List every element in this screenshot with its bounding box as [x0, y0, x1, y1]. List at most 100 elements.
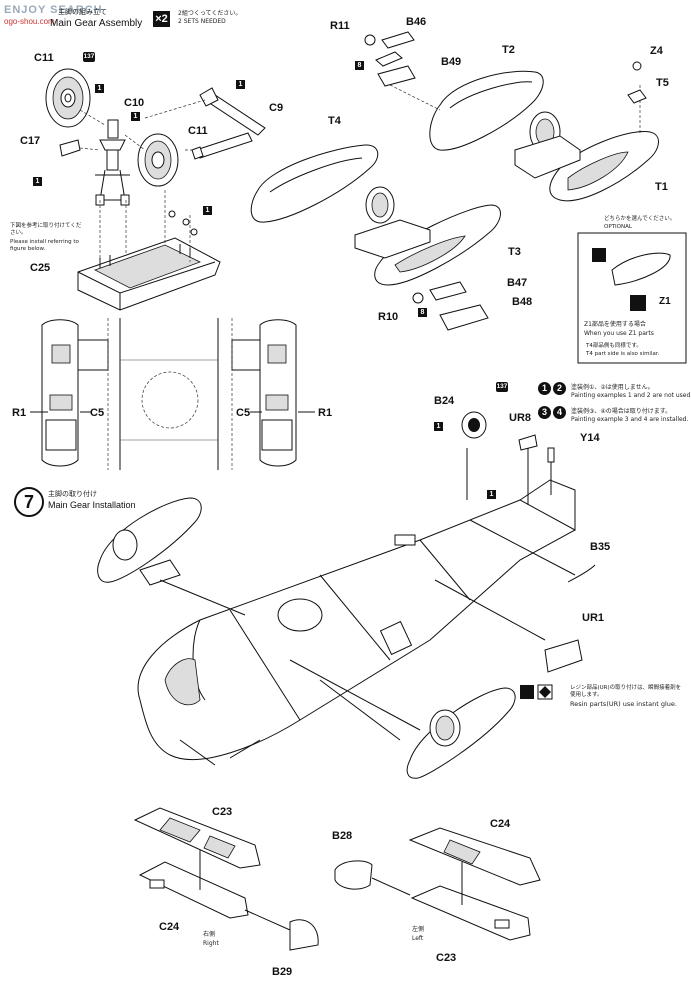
resin-note-jp: レジン部品(UR)の取り付けは、瞬間接着剤を使用します。: [570, 685, 682, 698]
label-c10: C10: [124, 97, 145, 109]
step6-title-jp: 主脚の組み立て: [58, 8, 107, 16]
label-b47: B47: [507, 277, 528, 289]
badge-1: 1: [487, 490, 496, 499]
label-c23-left: C23: [436, 952, 457, 964]
paint-example-3: 3: [538, 406, 551, 419]
z1-note-en: When you use Z1 parts: [584, 330, 654, 337]
half-c23-left: [410, 885, 531, 941]
label-ur1: UR1: [582, 612, 605, 624]
step7-title-en: Main Gear Installation: [48, 500, 136, 510]
paint-example-1: 1: [538, 382, 551, 395]
z1-note-jp: Z1部品を使用する場合: [584, 321, 646, 328]
t4-note-jp: T4部品側も同様です。: [586, 343, 642, 349]
optional-en: OPTIONAL: [604, 224, 632, 230]
paint34-en: Painting example 3 and 4 are installed.: [571, 416, 689, 423]
box-c25: [77, 237, 221, 311]
t4-note-en: T4 part side is also similar.: [586, 351, 660, 357]
sponson-t1: [549, 131, 659, 202]
step7-title-jp: 主脚の取り付け: [48, 490, 97, 498]
half-c24-left: [408, 827, 541, 886]
sets-note-en: 2 SETS NEEDED: [178, 18, 226, 25]
sets-note-jp: 2組つくってください。: [178, 10, 242, 17]
label-c5-right: C5: [236, 407, 251, 419]
color-badge-137: 137: [496, 382, 508, 392]
label-z1: Z1: [659, 296, 671, 307]
badge-8: 8: [418, 308, 427, 317]
part-b47: [412, 281, 489, 331]
label-r1-left: R1: [12, 407, 27, 419]
install-note-jp: 下図を参考に取り付けてください。: [10, 223, 82, 236]
label-z4: Z4: [650, 45, 663, 57]
fuselage: [137, 479, 576, 766]
label-c25: C25: [30, 262, 51, 274]
sponson-t3: [374, 204, 501, 286]
label-t3: T3: [508, 246, 521, 258]
paint-example-2: 2: [553, 382, 566, 395]
top-view-left: [41, 318, 109, 470]
step6-title-en: Main Gear Assembly: [50, 18, 143, 29]
badge-1: 1: [236, 80, 245, 89]
top-view-center: [119, 318, 219, 470]
multiplier-badge: ×2: [153, 11, 170, 27]
label-b35: B35: [590, 541, 611, 553]
paint12-jp: 塗装例①、②は使用しません。: [571, 384, 654, 391]
paint34-jp: 塗装例③、④の場合は取り付けます。: [571, 408, 672, 415]
label-r1-right: R1: [318, 407, 333, 419]
wheel-in-t2: [514, 111, 581, 179]
wheel-c11-right: [137, 133, 179, 187]
label-t4: T4: [328, 115, 341, 127]
left-jp: 左側: [412, 926, 425, 933]
sponson-t2: [429, 70, 544, 151]
wheel-in-t4: [354, 186, 431, 259]
paint12-en: Painting examples 1 and 2 are not used.: [571, 392, 691, 399]
top-view-right: [231, 318, 297, 470]
part-b46: [364, 31, 416, 87]
label-ur8: UR8: [509, 412, 532, 424]
wheel-c11-top: [45, 68, 91, 128]
label-c9: C9: [269, 102, 284, 114]
badge-1: 1: [434, 422, 443, 431]
sponson-t4: [250, 144, 379, 223]
optional-jp: どちらかを選んでください。: [604, 216, 676, 222]
label-c24-right: C24: [159, 921, 180, 933]
label-b24: B24: [434, 395, 455, 407]
label-b28: B28: [332, 830, 353, 842]
half-c23-right: [133, 807, 261, 869]
label-c23-right: C23: [212, 806, 233, 818]
label-c5-left: C5: [90, 407, 105, 419]
label-t2: T2: [502, 44, 515, 56]
right-en: Right: [203, 940, 219, 947]
label-c24-left: C24: [490, 818, 511, 830]
install-note-en: Please install referring to figure below…: [10, 239, 79, 252]
watermark-site: ogo-shou.com: [4, 17, 55, 26]
cap-b28: [334, 860, 373, 890]
label-t5: T5: [656, 77, 669, 89]
label-b48: B48: [512, 296, 533, 308]
label-c11-right: C11: [188, 125, 208, 137]
label-b46: B46: [406, 16, 427, 28]
resin-note-en: Resin parts(UR) use instant glue.: [570, 700, 677, 708]
half-c24-right: [138, 861, 249, 919]
rod-c9: [191, 87, 266, 160]
label-c17: C17: [20, 135, 41, 147]
badge-1: 1: [95, 84, 104, 93]
label-r10: R10: [378, 311, 399, 323]
label-y14: Y14: [580, 432, 600, 444]
label-t1: T1: [655, 181, 668, 193]
step-7-number: 7: [14, 487, 44, 517]
paint-example-4: 4: [553, 406, 566, 419]
strut-c10: [95, 119, 130, 206]
label-b29: B29: [272, 966, 293, 978]
left-en: Left: [412, 935, 424, 942]
badge-8: 8: [355, 61, 364, 70]
label-c11: C11: [34, 52, 54, 64]
color-badge-137: 137: [83, 52, 95, 62]
sponson-installed-right: [406, 687, 516, 779]
label-r11: R11: [330, 20, 350, 32]
label-b49: B49: [441, 56, 462, 68]
right-jp: 右側: [203, 931, 216, 938]
badge-1: 1: [131, 112, 140, 121]
badge-1: 1: [33, 177, 42, 186]
watermark-brand: ENJOY SEARCH: [4, 4, 103, 16]
